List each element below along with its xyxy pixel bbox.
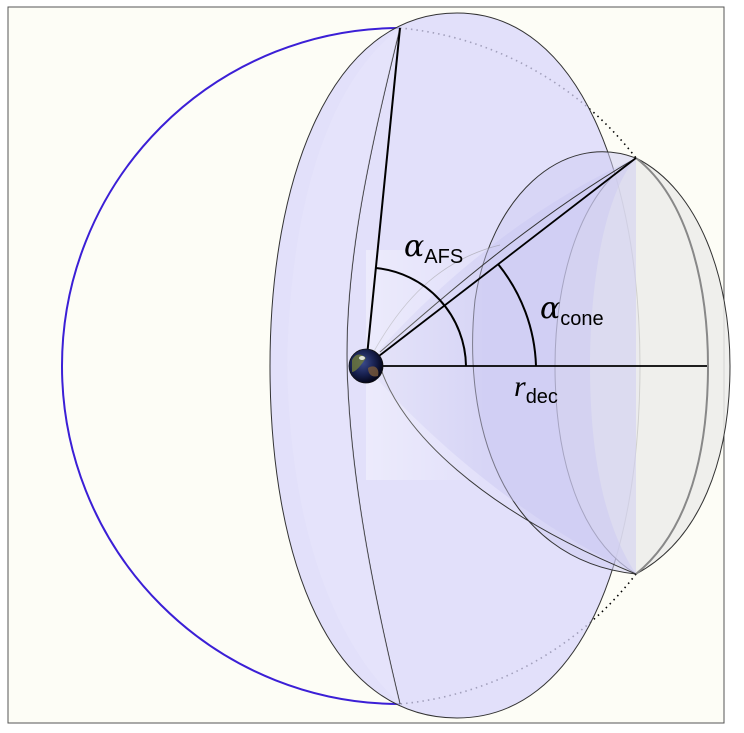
alpha-cone-arc <box>497 263 537 367</box>
r-dec-label: rdec <box>514 370 558 408</box>
cone-radius-line <box>365 157 637 367</box>
afs-radius-line <box>365 27 401 367</box>
alpha-afs-label: αAFS <box>404 229 463 268</box>
earth-globe-icon <box>348 348 384 384</box>
alpha-cone-label: αcone <box>540 291 604 330</box>
outer-circle-arc <box>61 27 401 705</box>
afs-shell-side <box>287 28 400 704</box>
alpha-afs-arc <box>375 267 467 367</box>
cone-shade <box>366 250 486 480</box>
cone-cap-inner-arc <box>635 157 710 575</box>
